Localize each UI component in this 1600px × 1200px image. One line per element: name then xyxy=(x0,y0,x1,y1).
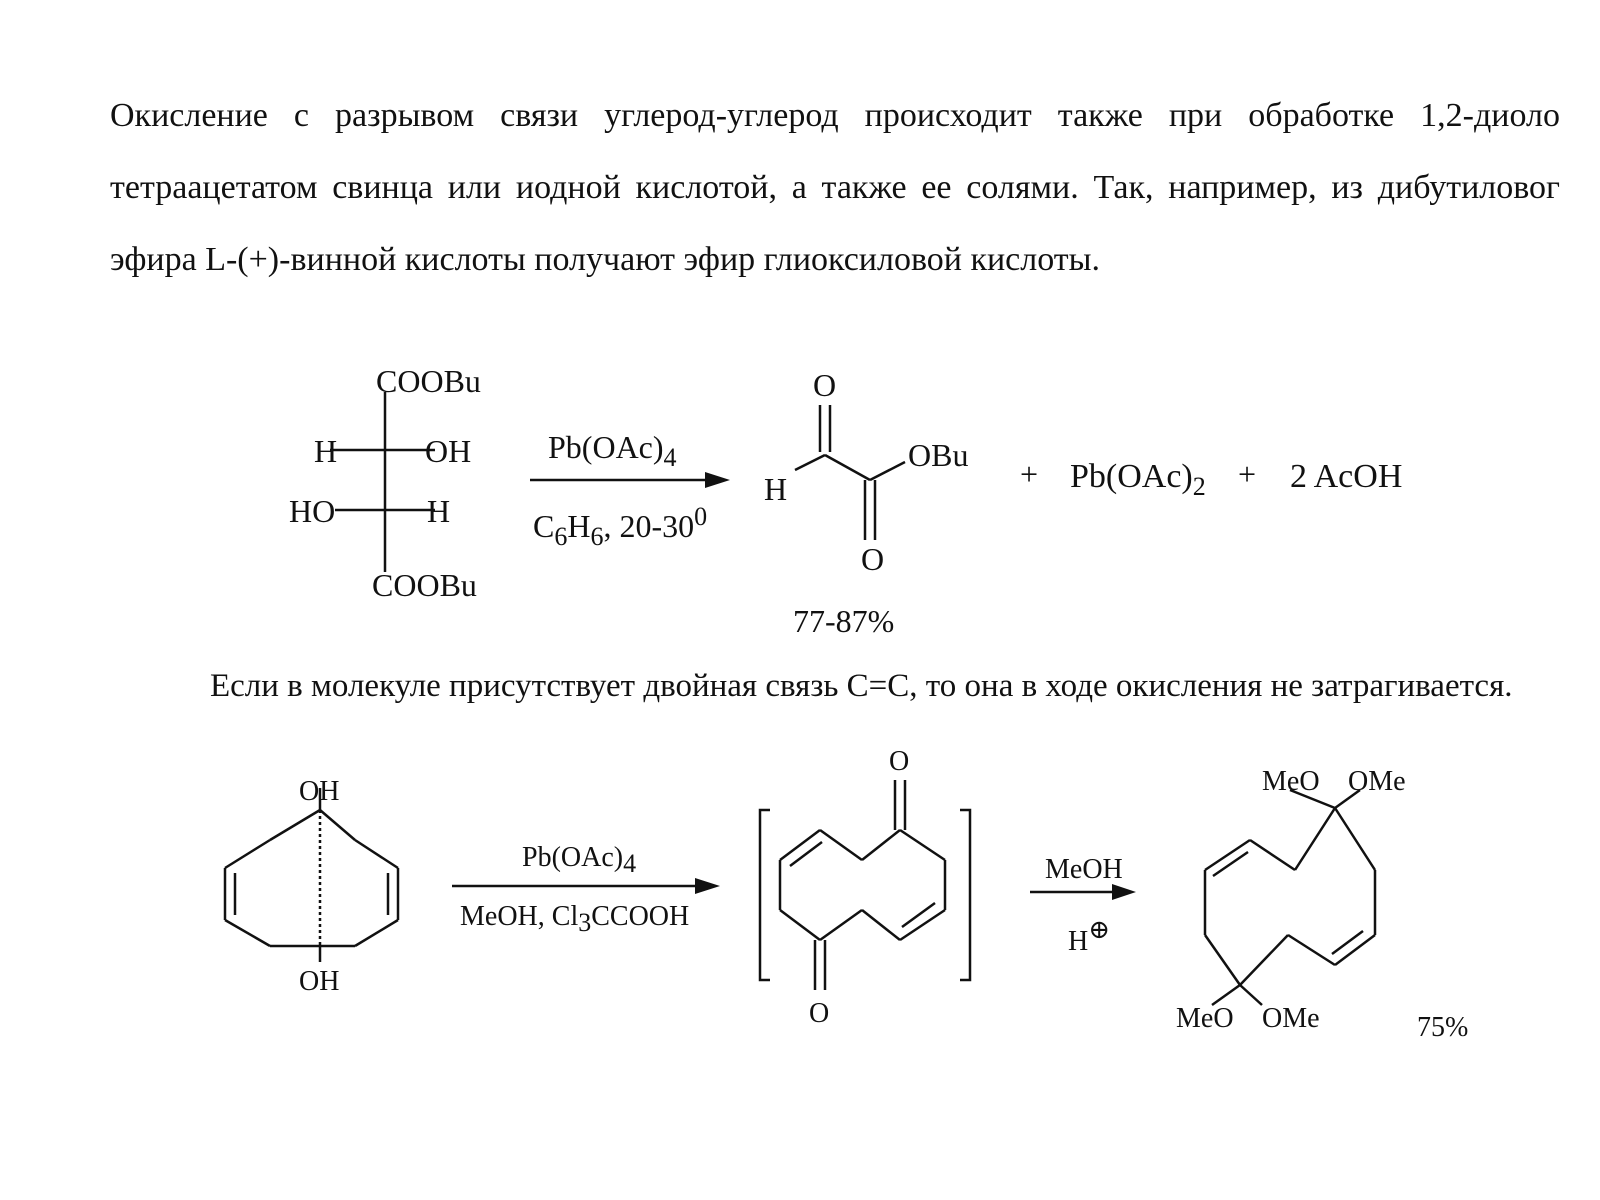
product2-meo-top-left: MeO xyxy=(1262,766,1320,797)
product2-meo-bottom-left: MeO xyxy=(1176,1003,1234,1034)
reaction1-arrowhead xyxy=(705,472,730,488)
intermediate-o-bottom: O xyxy=(809,998,829,1029)
intro-line-3: эфира L-(+)-винной кислоты получают эфир… xyxy=(110,241,1100,278)
reaction3-acid: H⊕ xyxy=(1068,915,1110,957)
double-bond-note: Если в молекуле присутствует двойная свя… xyxy=(210,668,1513,704)
reaction1-yield: 77-87% xyxy=(793,603,894,639)
reaction3-arrowhead xyxy=(1112,884,1136,900)
reactant1-oh-right: OH xyxy=(425,433,471,469)
reaction2-product-bonds xyxy=(1203,788,1377,1007)
product2-ome-bottom-right: OMe xyxy=(1262,1003,1320,1034)
reaction2-reagent: Pb(OAc)4 xyxy=(522,842,636,878)
reaction2-reactant-bonds xyxy=(223,788,400,962)
byproduct-pb-oac2: Pb(OAc)2 xyxy=(1070,458,1206,501)
byproduct-acoh: 2 AcOH xyxy=(1290,458,1402,495)
reactant1-h-right: H xyxy=(427,493,450,529)
reaction1-bonds xyxy=(330,392,906,572)
intro-line-2: тетраацетатом свинца или иодной кислотой… xyxy=(110,169,1560,206)
product1-obu: OBu xyxy=(908,437,968,473)
reactant1-bottom-cooBu: COOBu xyxy=(372,567,477,603)
reactant1-top-cooBu: COOBu xyxy=(376,363,481,399)
plus-1: + xyxy=(1020,456,1038,492)
product1-h: H xyxy=(764,471,787,507)
intro-line-1: Окисление с разрывом связи углерод-углер… xyxy=(110,97,1560,134)
reactant2-oh-top: OH xyxy=(299,776,339,807)
reaction3-reagent: MeOH xyxy=(1045,854,1123,885)
product1-o-bottom: O xyxy=(861,541,884,577)
plus-2: + xyxy=(1238,456,1256,492)
reaction2-conditions: MeOH, Cl3CCOOH xyxy=(460,901,689,937)
product1-o-top: O xyxy=(813,367,836,403)
reaction1-conditions: C6H6, 20-300 xyxy=(533,502,707,551)
reactant2-oh-bottom: OH xyxy=(299,966,339,997)
reaction1-reagent: Pb(OAc)4 xyxy=(548,429,677,472)
intro-paragraph: Окисление с разрывом связи углерод-углер… xyxy=(110,80,1560,296)
reactant1-ho-left: HO xyxy=(289,493,335,529)
reactant1-h-left: H xyxy=(314,433,337,469)
product2-ome-top-right: OMe xyxy=(1348,766,1406,797)
reaction2-arrowhead xyxy=(695,878,720,894)
intermediate-o-top: O xyxy=(889,746,909,777)
reaction2-intermediate xyxy=(758,780,972,990)
reaction2-yield: 75% xyxy=(1417,1012,1468,1043)
